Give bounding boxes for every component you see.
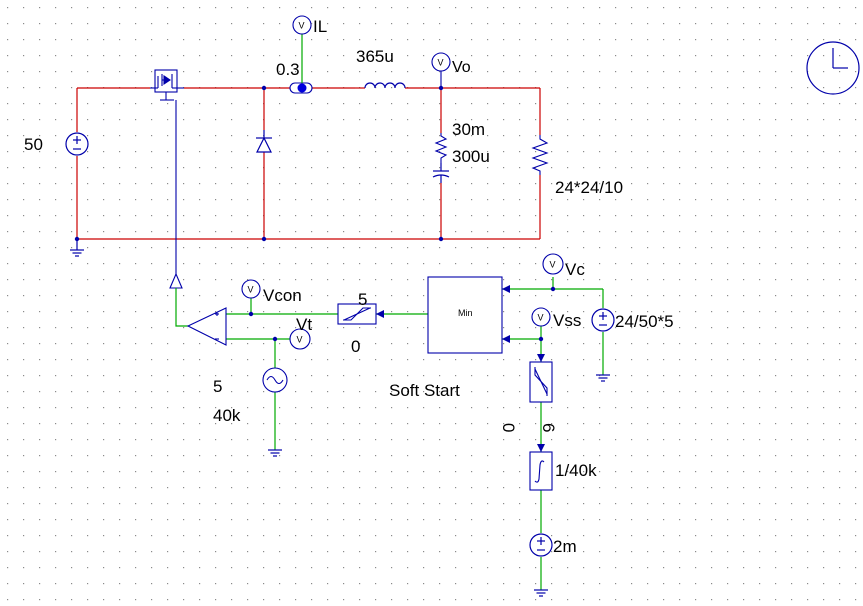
min-block-label: Min [458, 308, 473, 318]
svg-text:V: V [297, 335, 303, 345]
vt-probe-label: Vt [296, 315, 312, 334]
integrator-output-arrow [537, 444, 545, 452]
ss-limiter-output-arrow [537, 354, 545, 362]
limiter-icon[interactable] [337, 303, 377, 325]
load-value-label: 24*24/10 [555, 178, 623, 197]
il-initial-label: 0.3 [276, 60, 300, 79]
triangle-amplitude-label: 5 [213, 377, 222, 396]
ground-icon [596, 374, 610, 382]
vin-value-label: 50 [24, 135, 43, 154]
vc-source-value-label: 24/50*5 [615, 312, 674, 331]
inductance-label: 365u [356, 47, 394, 66]
load-resistor-icon[interactable] [531, 135, 549, 175]
min-input-arrow-2 [502, 335, 510, 343]
ss-source-value-label: 2m [553, 537, 577, 556]
vc-probe-label: Vc [565, 260, 585, 279]
esr-value-label: 30m [452, 120, 485, 139]
integrator-gain-label: 1/40k [555, 461, 597, 480]
dc-source-vc-icon[interactable] [591, 308, 615, 332]
min-input-arrow-1 [502, 285, 510, 293]
svg-text:V: V [299, 21, 305, 31]
ground-icon [534, 589, 548, 597]
inductor-icon[interactable] [355, 82, 406, 89]
integrator-icon[interactable] [529, 451, 553, 491]
vss-probe-label: Vss [553, 311, 581, 330]
ground-icon [268, 449, 282, 457]
soft-start-label: Soft Start [389, 381, 460, 400]
triangle-source-icon[interactable] [262, 367, 288, 393]
limiter-min-label: 0 [351, 337, 360, 356]
dc-source-vin-icon[interactable] [65, 132, 89, 156]
esr-resistor-icon[interactable] [434, 133, 448, 163]
capacitance-label: 300u [452, 147, 490, 166]
mosfet-switch-icon[interactable] [150, 69, 184, 101]
power-junctions [74, 85, 444, 242]
svg-text:V: V [538, 313, 544, 323]
limiter-max-label: 5 [358, 290, 367, 309]
diode-icon[interactable] [256, 130, 272, 153]
voltage-probe-il-icon[interactable]: V [292, 15, 312, 35]
power-stage [76, 87, 541, 240]
ground-icon [70, 239, 84, 257]
ss-limiter-min-label: 0 [499, 423, 518, 432]
voltage-probe-vc-icon[interactable]: V [542, 253, 564, 275]
svg-text:V: V [438, 58, 444, 68]
il-probe-label: IL [313, 17, 327, 36]
voltage-probe-vo-icon[interactable]: V [431, 52, 451, 88]
voltage-probe-vt-icon[interactable]: V [289, 328, 311, 350]
ss-limiter-max-label: 6 [539, 423, 558, 432]
simulation-clock-icon[interactable] [806, 41, 860, 95]
dc-source-ss-icon[interactable] [529, 533, 553, 557]
voltage-probe-vcon-icon[interactable]: V [241, 279, 261, 299]
svg-text:V: V [248, 285, 254, 295]
min-block[interactable]: Min [427, 276, 503, 354]
control-junctions [248, 286, 556, 342]
limiter-output-arrow [376, 310, 384, 318]
voltage-probe-vss-icon[interactable]: V [531, 307, 551, 327]
current-probe-il-icon[interactable] [289, 82, 313, 94]
vcon-probe-label: Vcon [263, 286, 302, 305]
comparator-icon[interactable] [186, 307, 227, 346]
capacitor-icon[interactable] [432, 163, 450, 183]
svg-text:V: V [550, 260, 556, 270]
vo-probe-label: Vo [452, 59, 471, 76]
soft-start-limiter-icon[interactable] [529, 361, 553, 403]
triangle-frequency-label: 40k [213, 406, 241, 425]
